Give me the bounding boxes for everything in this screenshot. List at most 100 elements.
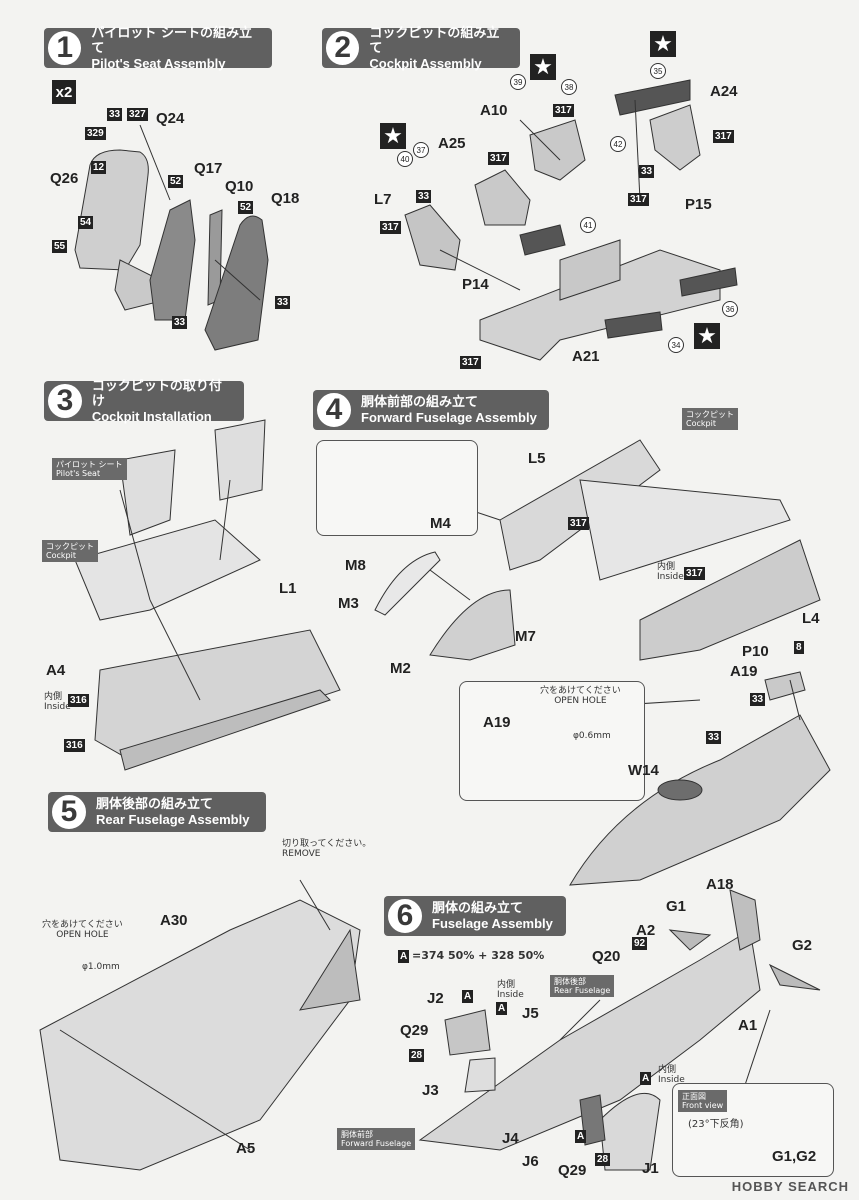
star-icon: ★ — [530, 54, 556, 80]
anhedral-note: (23°下反角) — [688, 1119, 744, 1130]
star-icon: ★ — [380, 123, 406, 149]
part-label: J3 — [422, 1082, 439, 1099]
part-label: Q17 — [194, 160, 223, 177]
part-label: G1,G2 — [772, 1148, 817, 1165]
part-label: A19 — [483, 714, 511, 731]
step-number: 2 — [324, 29, 362, 67]
part-label: Q29 — [400, 1022, 429, 1039]
step-title-en: Cockpit Assembly — [369, 55, 482, 71]
color-code: A — [575, 1130, 587, 1143]
inside-note: 内側 Inside — [44, 692, 71, 712]
part-label: Q10 — [225, 178, 254, 195]
part-label: P15 — [685, 196, 712, 213]
color-code: 54 — [78, 216, 94, 229]
step-title-jp: パイロット シートの組み立て — [91, 25, 252, 56]
decal-number: 42 — [610, 136, 626, 152]
part-label: M3 — [338, 595, 359, 612]
part-label: M4 — [430, 515, 451, 532]
step-number: 4 — [315, 391, 353, 429]
part-label: A5 — [236, 1140, 256, 1157]
color-code: 33 — [275, 296, 291, 309]
color-code: 317 — [568, 517, 589, 530]
color-code: 28 — [409, 1049, 425, 1062]
inside-note: 内側 Inside — [658, 1065, 685, 1085]
color-code: 55 — [52, 240, 68, 253]
step-title-en: Forward Fuselage Assembly — [361, 410, 537, 425]
part-label: M7 — [515, 628, 536, 645]
color-code: 317 — [553, 104, 574, 117]
part-label: A10 — [480, 102, 508, 119]
step-title-en: Rear Fuselage Assembly — [96, 812, 250, 827]
color-code: 33 — [172, 316, 188, 329]
part-label: J5 — [522, 1005, 539, 1022]
color-code: A — [496, 1002, 508, 1015]
front-view-tag: 正面図 Front view — [678, 1090, 728, 1112]
color-code: 33 — [107, 108, 123, 121]
part-label: G1 — [666, 898, 687, 915]
part-label: L4 — [802, 610, 820, 627]
color-code: 317 — [488, 152, 509, 165]
part-label: J4 — [502, 1130, 519, 1147]
part-label: A19 — [730, 663, 758, 680]
color-code: 317 — [713, 130, 734, 143]
step-number: 1 — [46, 29, 84, 67]
part-label: G2 — [792, 937, 813, 954]
part-label: J2 — [427, 990, 444, 1007]
color-code: 316 — [68, 694, 89, 707]
color-code: 8 — [794, 641, 804, 654]
color-code: 316 — [64, 739, 85, 752]
part-label: M2 — [390, 660, 411, 677]
part-label: A1 — [738, 1017, 758, 1034]
color-code: 28 — [595, 1153, 611, 1166]
part-label: Q20 — [592, 948, 621, 965]
step4-inset-box — [316, 440, 478, 536]
color-code: 52 — [168, 175, 184, 188]
decal-number: 39 — [510, 74, 526, 90]
part-label: J6 — [522, 1153, 539, 1170]
quantity-badge: x2 — [52, 80, 76, 104]
color-code: 317 — [628, 193, 649, 206]
step-title-jp: 胴体前部の組み立て — [361, 395, 479, 410]
cockpit-tag: コックピット Cockpit — [42, 540, 98, 562]
part-label: W14 — [628, 762, 659, 779]
part-label: A25 — [438, 135, 466, 152]
forward-fuselage-tag: 胴体前部 Forward Fuselage — [337, 1128, 416, 1150]
decal-number: 35 — [650, 63, 666, 79]
part-label: P10 — [742, 643, 769, 660]
rear-fuselage-tag: 胴体後部 Rear Fuselage — [550, 975, 615, 997]
star-icon: ★ — [694, 323, 720, 349]
part-label: A4 — [46, 662, 66, 679]
decal-number: 40 — [397, 151, 413, 167]
step-number: 5 — [50, 793, 88, 831]
open-hole-note: 穴をあけてください OPEN HOLE — [42, 920, 123, 940]
decal-number: 41 — [580, 217, 596, 233]
color-code: 317 — [460, 356, 481, 369]
part-label: A18 — [706, 876, 734, 893]
step-title-en: Fuselage Assembly — [432, 916, 553, 931]
open-hole-note: 穴をあけてください OPEN HOLE — [540, 686, 621, 706]
pilot-seat-tag: パイロット シート Pilot's Seat — [52, 458, 127, 480]
color-code: 317 — [380, 221, 401, 234]
decal-number: 38 — [561, 79, 577, 95]
color-code: A — [640, 1072, 652, 1085]
inside-note: 内側 Inside — [657, 562, 684, 582]
color-code: 12 — [91, 161, 107, 174]
star-icon: ★ — [650, 31, 676, 57]
part-label: Q26 — [50, 170, 79, 187]
part-label: L1 — [279, 580, 297, 597]
mix-ratio-note: =374 50% + 328 50% — [412, 949, 545, 962]
color-code: A — [462, 990, 474, 1003]
part-label: A24 — [710, 83, 738, 100]
color-code: A — [398, 950, 410, 963]
step-number: 3 — [46, 382, 84, 420]
color-code: 33 — [639, 165, 655, 178]
watermark: HOBBY SEARCH — [731, 1179, 849, 1194]
step-number: 6 — [386, 897, 424, 935]
step-title-en: Cockpit Installation — [91, 408, 212, 424]
part-label: J1 — [642, 1160, 659, 1177]
decal-number: 36 — [722, 301, 738, 317]
inside-note: 内側 Inside — [497, 980, 524, 1000]
